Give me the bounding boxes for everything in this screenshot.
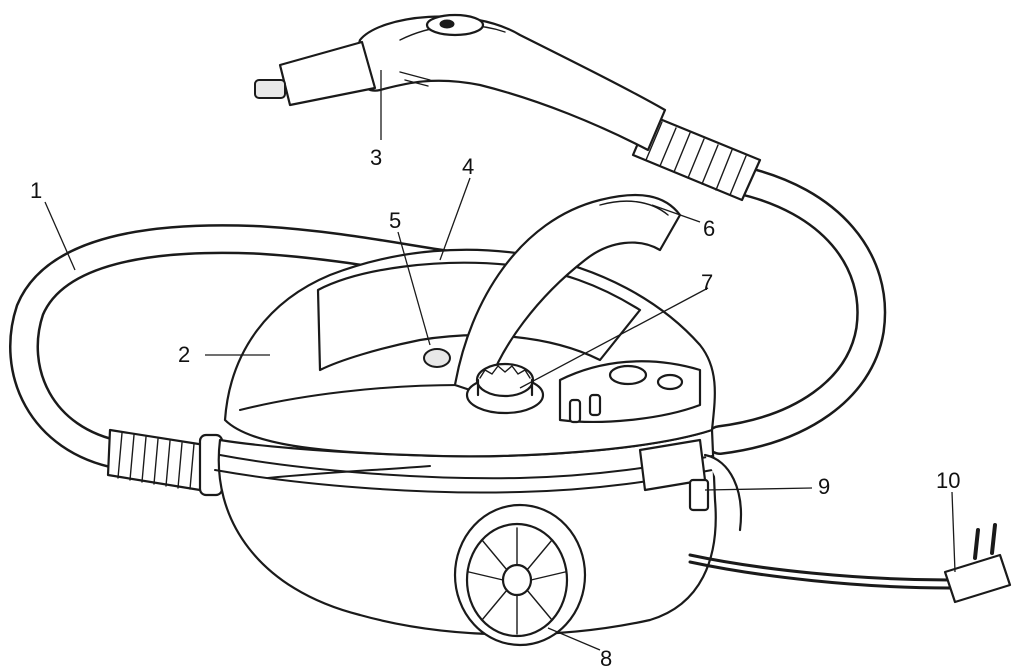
callout-3: 3 [370,145,382,170]
callout-4: 4 [462,154,474,179]
callout-labels: 1 2 3 4 5 6 7 8 9 10 [30,145,960,670]
power-plug [943,523,1012,604]
latch [638,438,743,532]
callout-6: 6 [703,216,715,241]
callout-5: 5 [389,208,401,233]
callout-7: 7 [701,270,713,295]
callout-8: 8 [600,646,612,670]
steam-gun-handle [254,13,667,152]
callout-9: 9 [818,474,830,499]
callout-10: 10 [936,468,960,493]
leader-lines [44,70,956,651]
hose-connector-left [106,428,224,497]
indicator-light [423,348,451,368]
accessory-tray [558,360,702,424]
power-cord [688,553,952,590]
steam-hose [9,165,887,470]
wheel [453,503,587,647]
callout-1: 1 [30,178,42,203]
callout-2: 2 [178,342,190,367]
